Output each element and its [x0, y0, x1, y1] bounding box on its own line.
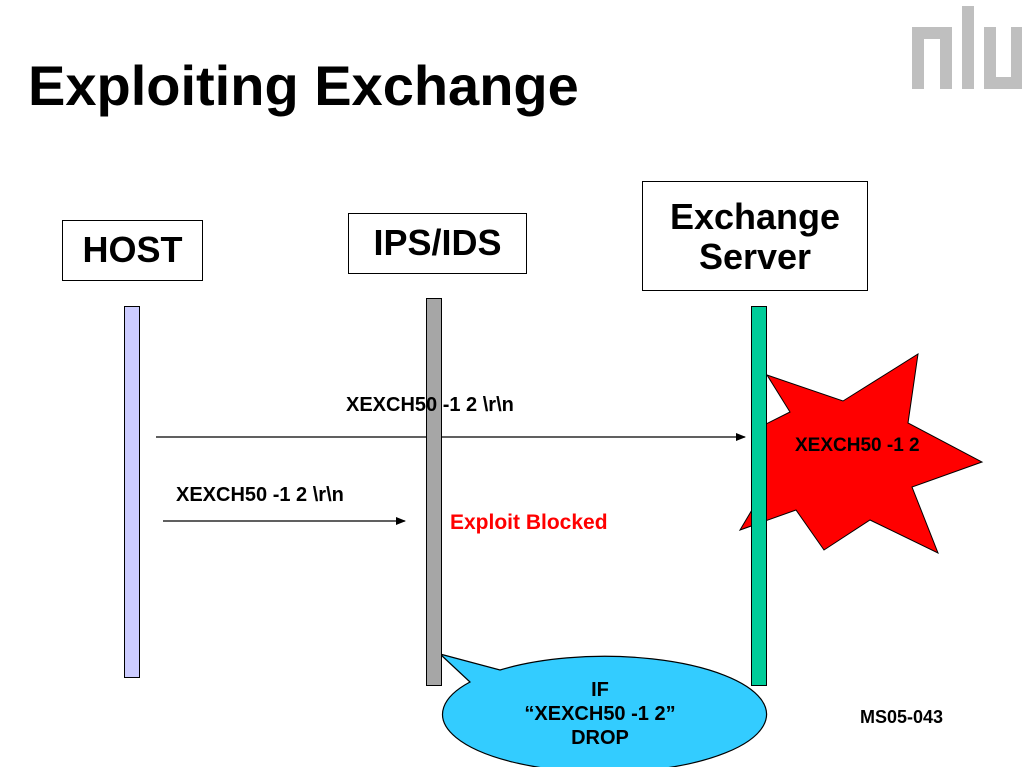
message-label-to-exchange: XEXCH50 -1 2 \r\n — [346, 394, 514, 416]
exchange-server-box: Exchange Server — [642, 181, 868, 291]
host-label: HOST — [82, 229, 183, 271]
host-lifeline — [124, 306, 140, 678]
bulletin-reference: MS05-043 — [860, 707, 944, 727]
callout-line-1: IF — [591, 679, 609, 701]
ips-label: IPS/IDS — [373, 222, 502, 264]
exchange-label-line2: Server — [698, 236, 812, 277]
ips-box: IPS/IDS — [348, 213, 527, 274]
exploit-blocked-label: Exploit Blocked — [450, 511, 608, 534]
host-box: HOST — [62, 220, 203, 281]
logo-icon — [912, 6, 1022, 89]
exchange-lifeline — [751, 306, 767, 686]
callout-line-2: “XEXCH50 -1 2” — [524, 703, 676, 725]
rule-callout-bubble — [439, 653, 768, 767]
message-label-to-ips: XEXCH50 -1 2 \r\n — [176, 484, 344, 506]
callout-text: IF “XEXCH50 -1 2” DROP — [470, 678, 730, 750]
ips-lifeline — [426, 298, 442, 686]
slide-title: Exploiting Exchange — [28, 54, 579, 117]
exchange-label-line1: Exchange — [669, 195, 841, 237]
exploit-payload-label: XEXCH50 -1 2 — [795, 435, 920, 456]
callout-line-3: DROP — [571, 727, 629, 749]
